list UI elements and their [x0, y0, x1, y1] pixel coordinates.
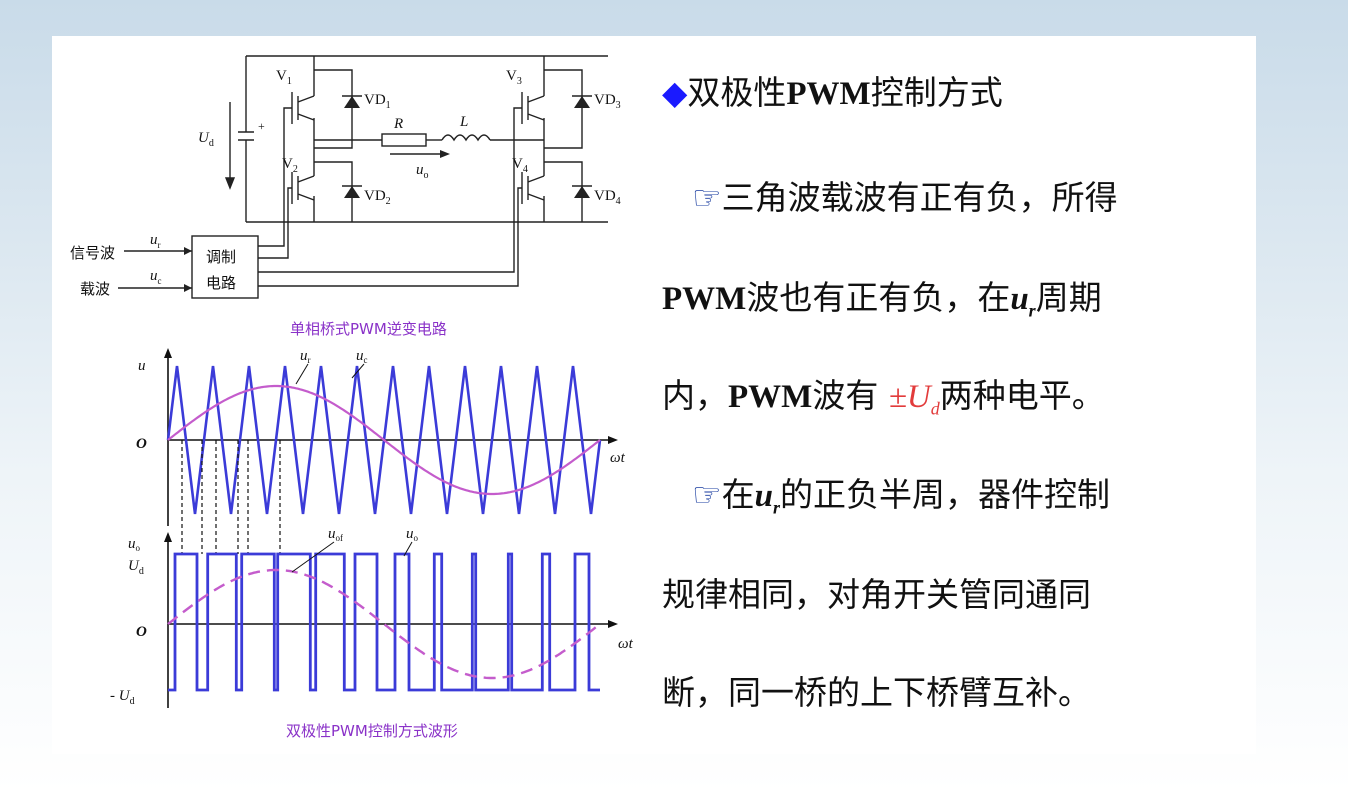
v4-label: V4 [512, 156, 528, 175]
v2-label: V2 [282, 156, 298, 175]
projection-lines [181, 440, 281, 554]
heading: ◆双极性PWM控制方式 [662, 73, 1003, 112]
modulator-line2: 电路 [206, 274, 236, 292]
modulator-line1: 调制 [206, 248, 236, 266]
vd4-label: VD4 [594, 188, 621, 207]
top-axis-u: u [138, 358, 146, 374]
v3-label: V3 [506, 68, 522, 87]
paragraph2-line3: 断，同一桥的上下桥臂互补。 [662, 673, 1091, 712]
v1-label: V1 [276, 68, 292, 87]
text-panel: ◆双极性PWM控制方式 ☞三角波载波有正有负，所得 PWM波也有正有负，在ur周… [662, 36, 1252, 754]
top-axis-wt: ωt [610, 450, 626, 466]
uo-label: uo [416, 162, 429, 181]
uc-wave-label: uc [356, 348, 368, 365]
bottom-origin: O [136, 624, 147, 640]
paragraph1-line1: ☞三角波载波有正有负，所得 [692, 178, 1118, 217]
uof-wave-label: uof [328, 526, 343, 543]
ud-pos-label: Ud [128, 558, 144, 577]
uo-wave-label: uo [406, 526, 419, 543]
paragraph1-line2: PWM波也有正有负，在ur周期 [662, 278, 1102, 321]
paragraph1-line3: 内，PWM波有 ±Ud两种电平。 [662, 376, 1105, 419]
signal-wave [167, 384, 601, 496]
waveform-caption: 双极性PWM控制方式波形 [286, 722, 458, 740]
bottom-axis-uo: uo [128, 536, 141, 553]
pwm-output-wave [168, 552, 600, 692]
paragraph2-line2: 规律相同，对角开关管同通同 [662, 575, 1091, 614]
slide: V1 V2 V3 V4 VD1 VD2 VD3 VD4 Ud + R L uo … [52, 36, 1256, 754]
ur-input-label: ur [150, 232, 161, 250]
signal-wave-label: 信号波 [70, 244, 115, 262]
bottom-axis-wt: ωt [618, 636, 634, 652]
paragraph2-line1: ☞在ur的正负半周，器件控制 [692, 475, 1110, 518]
top-origin: O [136, 436, 147, 452]
fundamental-wave [167, 568, 601, 680]
pointing-hand-icon: ☞ [692, 178, 722, 217]
circuit-caption: 单相桥式PWM逆变电路 [290, 320, 447, 338]
ud-neg-label: - Ud [110, 688, 135, 707]
r-label: R [393, 116, 403, 132]
l-label: L [459, 114, 468, 130]
pwm-figure: V1 V2 V3 V4 VD1 VD2 VD3 VD4 Ud + R L uo … [70, 55, 634, 740]
uc-input-label: uc [150, 268, 162, 286]
inverter-circuit [118, 55, 608, 299]
ud-label: Ud [198, 130, 214, 149]
plus-label: + [258, 119, 265, 133]
carrier-label: 载波 [80, 280, 110, 298]
circuit-labels: V1 V2 V3 V4 VD1 VD2 VD3 VD4 Ud + R L uo … [70, 68, 621, 298]
vd2-label: VD2 [364, 188, 391, 207]
ur-wave-label: ur [300, 348, 311, 365]
bottom-waves [167, 552, 601, 692]
pointing-hand-icon-2: ☞ [692, 475, 722, 514]
vd1-label: VD1 [364, 92, 391, 111]
diamond-icon: ◆ [662, 73, 688, 112]
top-waves [166, 365, 602, 515]
vd3-label: VD3 [594, 92, 621, 111]
